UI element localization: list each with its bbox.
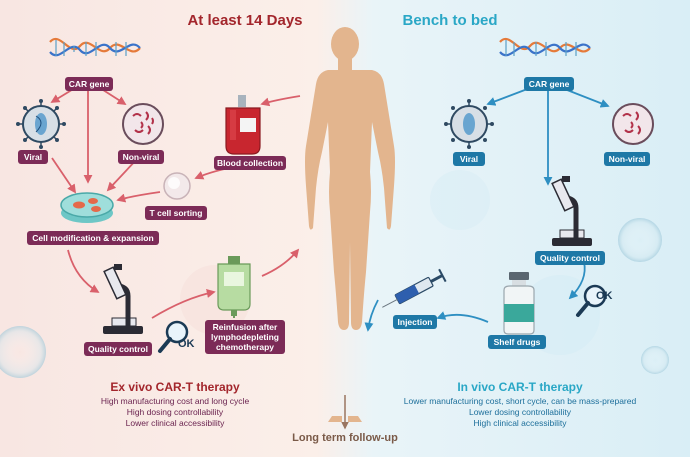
reinfusion-label: Reinfusion after lymphodepleting chemoth… [205, 320, 285, 354]
right-title: Bench to bed [402, 12, 498, 29]
in-vivo-summary-line: Lower manufacturing cost, short cycle, c… [403, 396, 637, 406]
non-viral-label-right: Non-viral [604, 152, 650, 166]
viral-label-right: Viral [453, 152, 485, 166]
virus-icon-right [444, 99, 494, 149]
ex-vivo-summary-line: Lower clinical accessibility [125, 418, 225, 428]
quality-control-label: Quality control [84, 342, 152, 356]
shelf-drugs-label: Shelf drugs [488, 335, 546, 349]
syringe-icon [382, 268, 447, 308]
blood-bag-icon [225, 95, 261, 155]
ex-vivo-title: Ex vivo CAR-T therapy [110, 380, 240, 394]
magnifier-icon [158, 320, 189, 353]
in-vivo-title: In vivo CAR-T therapy [457, 380, 583, 394]
left-title: At least 14 Days [187, 12, 303, 29]
viral-label: Viral [18, 150, 48, 164]
dna-icon-right [499, 38, 591, 57]
nanoparticle-icon [122, 103, 164, 145]
ex-vivo-summary-line: High manufacturing cost and long cycle [100, 396, 250, 406]
microscope-icon-right [551, 176, 592, 246]
nanoparticle-icon-right [612, 103, 654, 145]
microscope-icon [103, 264, 143, 334]
non-viral-label: Non-viral [118, 150, 164, 164]
ok-badge: OK [178, 338, 195, 350]
in-vivo-summary-line: Lower dosing controllability [468, 407, 572, 417]
vial-icon [503, 272, 535, 335]
magnifier-icon-right [576, 284, 607, 317]
quality-control-label-right: Quality control [535, 251, 605, 265]
follow-up-label: Long term follow-up [292, 432, 398, 444]
dna-icon [49, 38, 141, 57]
ok-badge-right: OK [596, 290, 613, 302]
car-gene-label: CAR gene [65, 77, 113, 91]
blood-collection-label: Blood collection [214, 156, 286, 170]
t-cell-sorting-label: T cell sorting [145, 206, 207, 220]
human-body-icon [305, 27, 395, 422]
petri-dish-icon [60, 192, 114, 223]
right-flow-arrows [364, 87, 610, 332]
iv-bag-icon [217, 256, 251, 318]
cell-modification-label: Cell modification & expansion [27, 231, 159, 245]
ex-vivo-summary-line: High dosing controllability [126, 407, 224, 417]
injection-label: Injection [393, 315, 437, 329]
in-vivo-summary-line: High clinical accessibility [473, 418, 567, 428]
t-cell-icon [163, 172, 191, 200]
car-gene-label-right: CAR gene [524, 77, 574, 91]
virus-icon [16, 99, 66, 149]
